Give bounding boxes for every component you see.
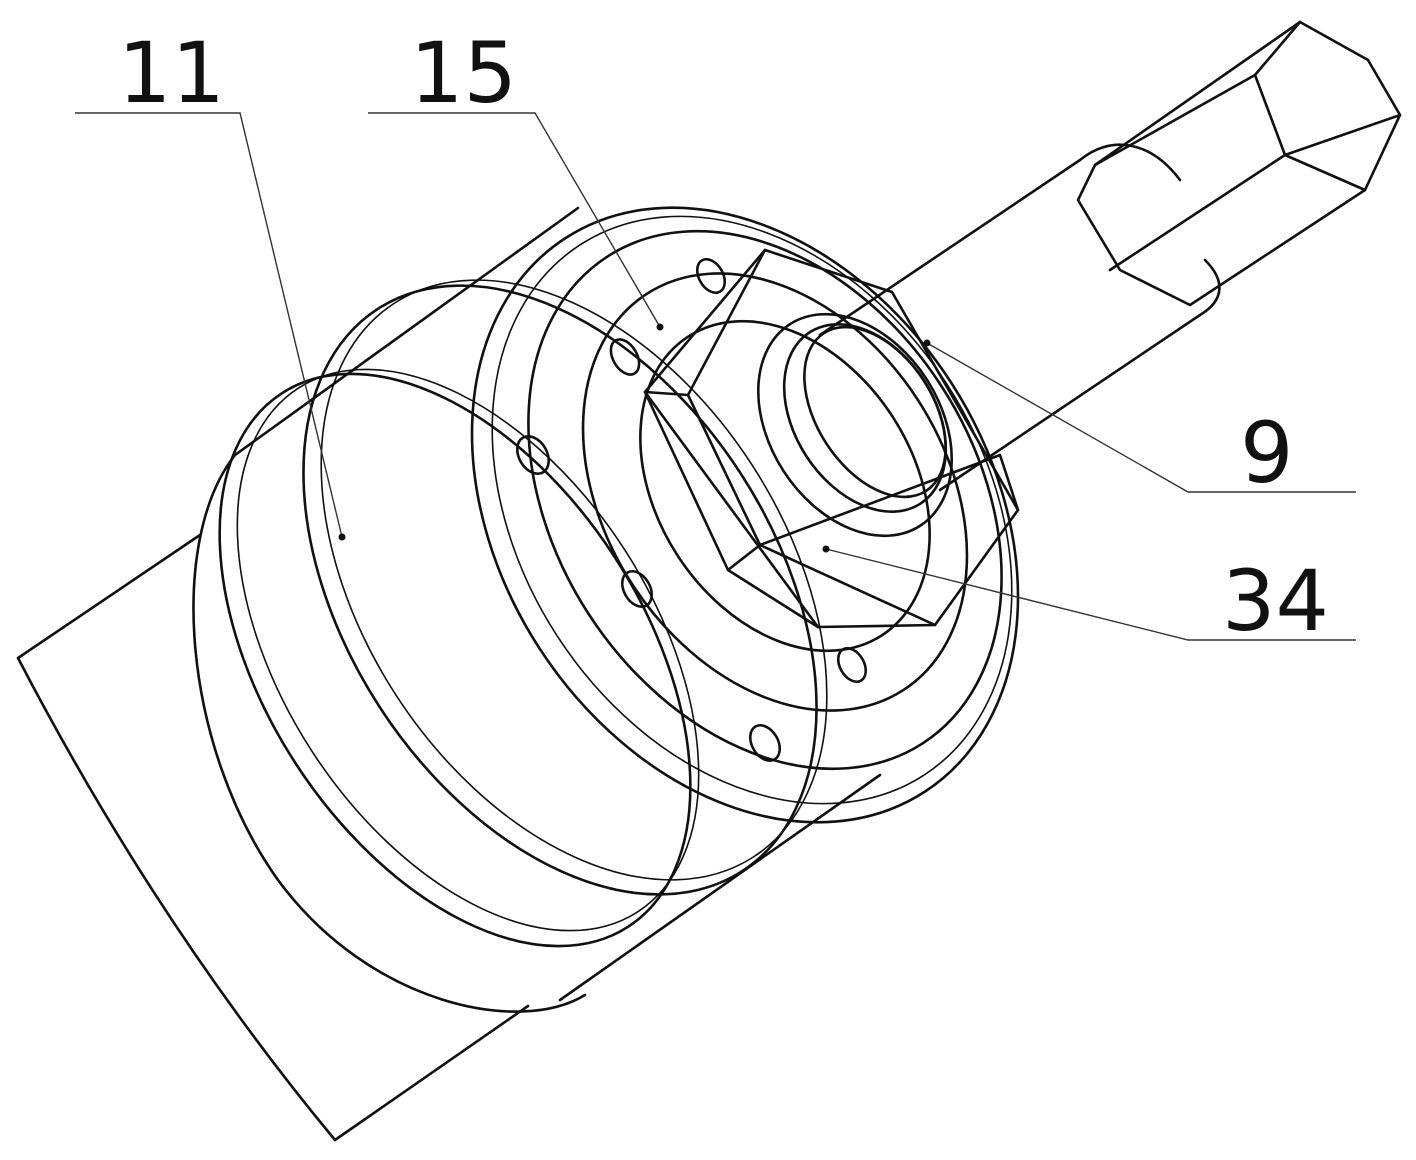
- shaft: [756, 143, 1221, 538]
- hex-shaft-end: [1076, 20, 1402, 307]
- bolt-hole: [620, 570, 654, 608]
- bolt-hole: [609, 338, 641, 376]
- leaders: [75, 112, 1356, 641]
- bolt-hole: [836, 646, 868, 684]
- leader-dot-15: [656, 323, 664, 331]
- leader-line-11: [75, 112, 343, 538]
- leader-dot-9: [923, 339, 931, 347]
- part-label-15: 15: [410, 24, 517, 122]
- bolt-hole: [695, 257, 727, 295]
- flange-plate: [581, 272, 969, 712]
- part-label-9: 9: [1240, 404, 1293, 502]
- bolt-holes: [515, 257, 868, 762]
- leader-line-9: [926, 342, 1356, 493]
- hex-nut: [643, 248, 1020, 629]
- leader-line-15: [368, 112, 661, 328]
- mounting-surface: [16, 533, 530, 1142]
- part-label-11: 11: [118, 24, 225, 122]
- bolt-hole: [515, 435, 551, 475]
- housing-body: [192, 206, 1020, 1013]
- leader-dots: [338, 323, 931, 553]
- part-label-34: 34: [1222, 552, 1329, 650]
- leader-dot-11: [338, 533, 346, 541]
- bolt-hole: [748, 724, 782, 762]
- leader-line-34: [825, 548, 1356, 641]
- leader-dot-34: [822, 545, 830, 553]
